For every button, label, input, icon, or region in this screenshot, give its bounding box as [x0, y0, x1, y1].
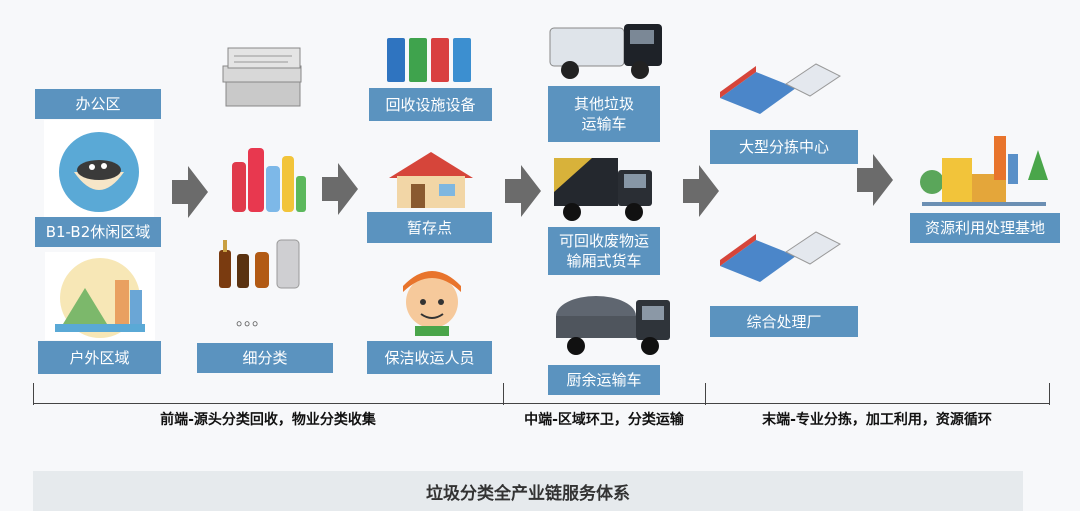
- processing-plant-building-icon: [720, 231, 841, 282]
- resource-utilization-base-label: 资源利用处理基地: [910, 213, 1060, 243]
- flow-arrow-icon: [683, 165, 719, 217]
- front-end-stage-caption: 前端-源头分类回收，物业分类收集: [160, 412, 376, 428]
- box-truck-icon: [554, 158, 652, 221]
- recyclables-van-label: 可回收废物运 输厢式货车: [548, 227, 660, 275]
- resource-factory-icon: [920, 136, 1048, 206]
- storage-house-icon: [389, 152, 473, 208]
- processing-plant-label: 综合处理厂: [710, 306, 858, 337]
- office-area-label: 办公区: [35, 89, 161, 119]
- plastic-bottles-icon: [232, 148, 306, 212]
- diagram-title: 垃圾分类全产业链服务体系: [33, 471, 1023, 511]
- other-waste-truck-label: 其他垃圾 运输车: [548, 86, 660, 142]
- more-items-ellipsis: 。。。: [235, 310, 268, 329]
- leisure-area-label: B1-B2休闲区域: [35, 217, 161, 247]
- stage-divider-left: [33, 383, 34, 405]
- bowl-icon: [44, 120, 154, 220]
- kitchen-waste-truck-label: 厨余运输车: [548, 365, 660, 395]
- cleaning-staff-label: 保洁收运人员: [367, 341, 492, 374]
- flow-arrow-icon: [322, 163, 358, 215]
- sorting-center-label: 大型分拣中心: [710, 130, 858, 164]
- stage-divider: [705, 383, 706, 405]
- garbage-truck-icon: [549, 24, 662, 79]
- end-stage-caption: 末端-专业分拣，加工利用，资源循环: [762, 412, 992, 428]
- recycling-bins-icon: [387, 38, 471, 82]
- flow-arrow-icon: [505, 165, 541, 217]
- flow-arrow-icon: [172, 166, 208, 218]
- newspaper-stack-icon: [222, 47, 302, 107]
- cleaning-staff-icon: [403, 271, 461, 336]
- kitchen-waste-truck-icon: [556, 296, 670, 355]
- stage-divider-right: [1049, 383, 1050, 405]
- stage-divider: [503, 383, 504, 405]
- sorting-label: 细分类: [197, 343, 333, 373]
- recycling-facilities-label: 回收设施设备: [369, 88, 492, 121]
- middle-stage-caption: 中端-区域环卫，分类运输: [524, 412, 684, 428]
- sorting-center-building-icon: [720, 63, 841, 114]
- outdoor-scene-icon: [45, 252, 155, 340]
- flow-arrow-icon: [857, 154, 893, 206]
- outdoor-area-label: 户外区域: [38, 341, 161, 374]
- stage-baseline: [33, 403, 1049, 404]
- glass-bottles-cans-icon: [219, 239, 300, 289]
- temporary-storage-label: 暂存点: [367, 212, 492, 243]
